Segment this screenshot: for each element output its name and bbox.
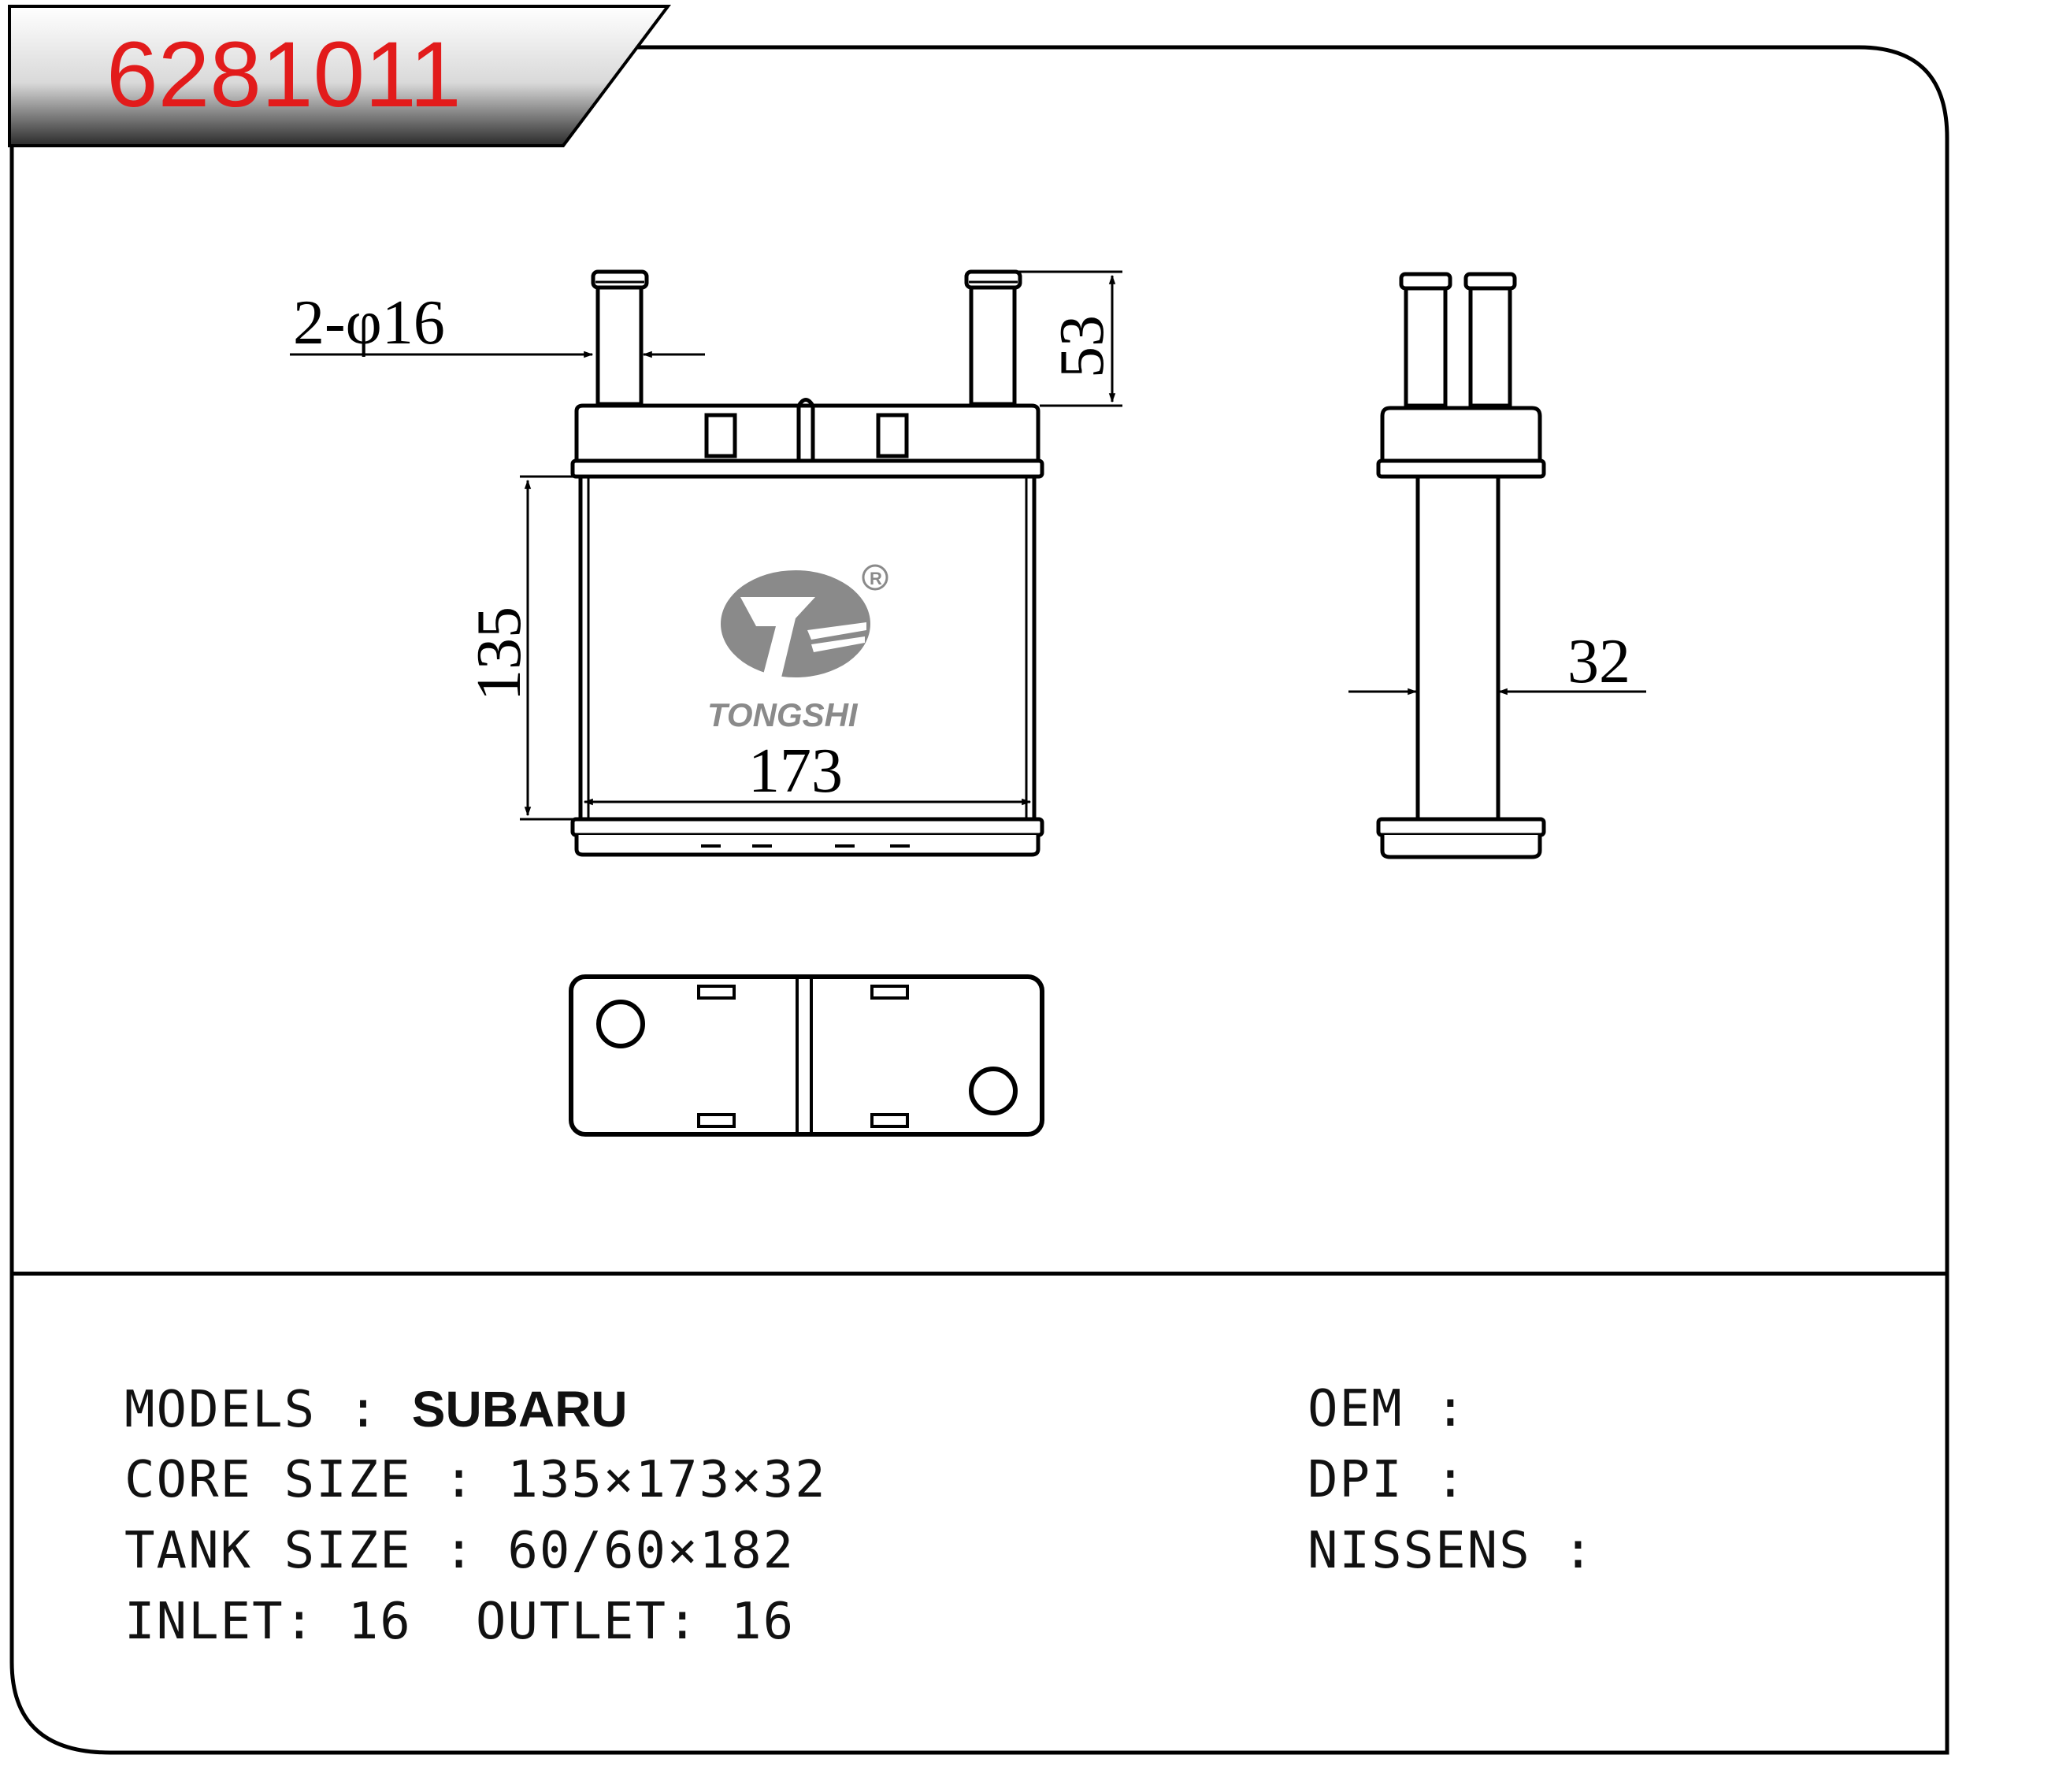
core-depth-label: 32	[1567, 627, 1630, 696]
core-size-label: CORE SIZE	[124, 1451, 412, 1509]
core-size-separator: :	[443, 1451, 476, 1509]
part-number-tab: 6281011	[8, 5, 672, 147]
pipe-diameter-label: 2-φ16	[293, 288, 445, 358]
nissens-separator: :	[1563, 1522, 1595, 1580]
spec-oem: OEM :	[1308, 1380, 1499, 1438]
models-label: MODELS	[124, 1381, 317, 1439]
models-value: SUBARU	[411, 1381, 628, 1438]
outlet-pipe	[964, 269, 1022, 406]
oem-label: OEM	[1308, 1380, 1404, 1438]
bottom-tank	[570, 817, 1044, 857]
outer-frame	[9, 45, 1949, 1755]
nissens-label: NISSENS	[1308, 1522, 1531, 1580]
registered-mark: R	[870, 569, 882, 588]
dimension-lines	[290, 270, 1646, 821]
spec-tank-size: TANK SIZE : 60/60×182	[124, 1522, 795, 1580]
models-separator: :	[347, 1381, 380, 1439]
tank-size-value: 60/60×182	[507, 1522, 796, 1580]
side-view	[1376, 272, 1546, 859]
top-tank	[570, 398, 1044, 479]
dpi-label: DPI	[1308, 1451, 1404, 1509]
outlet-value: 16	[731, 1593, 796, 1651]
core-width-label: 173	[748, 736, 843, 806]
part-number: 6281011	[106, 23, 462, 127]
inlet-port	[596, 1000, 645, 1048]
core-height-label: 135	[465, 607, 534, 701]
tank-size-label: TANK SIZE	[124, 1522, 412, 1580]
spec-models: MODELS : SUBARU	[124, 1380, 628, 1439]
tongshi-logo: R TONGSHI	[707, 564, 888, 733]
logo-wordmark: TONGSHI	[707, 696, 859, 733]
tank-size-separator: :	[443, 1522, 476, 1580]
dpi-separator: :	[1435, 1451, 1467, 1509]
pipe-height-label: 53	[1048, 315, 1117, 378]
outlet-port	[969, 1067, 1018, 1115]
core-size-value: 135×173×32	[507, 1451, 827, 1509]
inlet-label: INLET:	[124, 1593, 317, 1651]
spec-nissens: NISSENS :	[1308, 1522, 1627, 1580]
inlet-value: 16	[347, 1593, 412, 1651]
spec-inlet-outlet: INLET: 16 OUTLET: 16	[124, 1593, 795, 1651]
outlet-label: OUTLET:	[475, 1593, 699, 1651]
inlet-pipe	[591, 269, 649, 406]
spec-dpi: DPI :	[1308, 1451, 1499, 1509]
oem-separator: :	[1435, 1380, 1467, 1438]
top-view	[569, 974, 1044, 1137]
spec-core-size: CORE SIZE : 135×173×32	[124, 1451, 827, 1509]
